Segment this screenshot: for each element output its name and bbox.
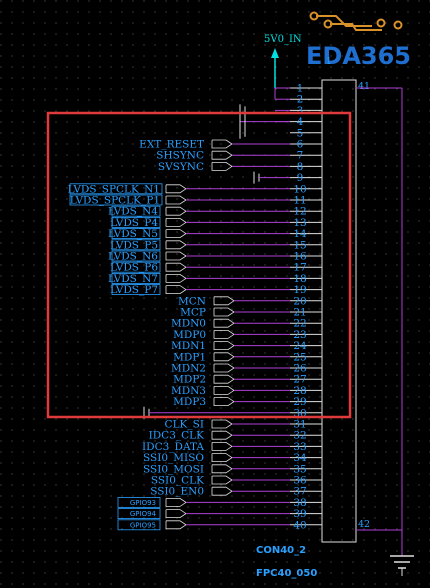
highlight-box [46, 111, 352, 419]
pin-number-33: 33 [293, 441, 306, 453]
power-5v0-symbol: 5V0_IN [264, 34, 302, 88]
connector-body [321, 79, 357, 543]
pin-number-10: 10 [293, 183, 306, 195]
pin-number-3: 3 [297, 105, 304, 117]
pin-number-17: 17 [293, 262, 306, 274]
pin-number-19: 19 [293, 284, 306, 296]
pin-number-15: 15 [293, 239, 306, 251]
eda365-logo: EDA365 [306, 11, 411, 70]
wire-layer [143, 87, 322, 530]
net-label-clk-si: CLK_SI [165, 419, 204, 431]
logo-text: EDA365 [306, 42, 411, 70]
pin-number-9: 9 [297, 172, 304, 184]
pin-number-35: 35 [293, 463, 306, 475]
pin-number-32: 32 [293, 430, 306, 442]
net-label-lvds-n4: LVDS_N4 [108, 206, 158, 218]
connector-pin-42: 42 [358, 519, 370, 530]
pin-number-27: 27 [293, 374, 306, 386]
pin-number-22: 22 [293, 318, 306, 330]
connector-footprint: FPC40_050 [256, 568, 317, 579]
net-label-mdp0: MDP0 [173, 329, 206, 341]
net-label-ssi0-mosi: SSI0_MOSI [143, 463, 204, 475]
net-label-shsync: SHSYNC [156, 150, 204, 162]
net-label-idc3-data: IDC3_DATA [142, 441, 204, 453]
pin-number-18: 18 [293, 273, 306, 285]
pin-number-5: 5 [297, 127, 304, 139]
net-label-lvds-n7: LVDS_N7 [108, 273, 158, 285]
net-label-lvds-n5: LVDS_N5 [108, 228, 158, 240]
net-label-lvds-spclk-p1: LVDS_SPCLK_P1 [70, 195, 160, 207]
net-label-idc3-clk: IDC3_CLK [149, 430, 205, 442]
net-label-lvds-p6: LVDS_P6 [110, 262, 158, 274]
pin-number-21: 21 [293, 307, 306, 319]
net-label-mcn: MCN [178, 295, 206, 307]
pin-number-34: 34 [293, 452, 307, 464]
pin-number-1: 1 [297, 83, 304, 95]
pin-number-14: 14 [293, 228, 307, 240]
pin-number-12: 12 [293, 206, 306, 218]
pin-number-31: 31 [293, 419, 306, 431]
net-label-ext-reset: EXT_RESET [139, 139, 204, 151]
pin-number-26: 26 [293, 363, 307, 375]
pin-number-16: 16 [293, 251, 307, 263]
connector-header-pin: 1 [326, 57, 332, 67]
pin-number-20: 20 [293, 295, 306, 307]
gpio-label-gpio93: GPIO93 [130, 499, 156, 507]
net-label-mdn2: MDN2 [171, 363, 206, 375]
pin-number-39: 39 [293, 508, 306, 520]
net-label-mdn3: MDN3 [171, 385, 206, 397]
net-label-layer: 1234567891011121314151617181920212223242… [68, 83, 307, 532]
net-label-mdn1: MDN1 [171, 340, 206, 352]
net-label-lvds-n6: LVDS_N6 [108, 251, 158, 263]
net-label-svsync: SVSYNC [158, 161, 204, 173]
pin-number-29: 29 [293, 396, 306, 408]
connector-reference: CON40_2 [256, 545, 306, 556]
pin-number-11: 11 [293, 195, 306, 207]
net-label-mdp2: MDP2 [173, 374, 206, 386]
net-label-ssi0-miso: SSI0_MISO [143, 452, 204, 464]
ground-symbol [356, 87, 414, 576]
pin-number-24: 24 [293, 340, 307, 352]
net-label-lvds-p4: LVDS_P4 [110, 217, 158, 229]
net-label-mcp: MCP [180, 307, 206, 319]
connector-pin-41: 41 [358, 81, 370, 92]
net-label-lvds-spclk-n1: LVDS_SPCLK_N1 [68, 183, 160, 195]
gpio-label-gpio95: GPIO95 [130, 521, 156, 529]
power-label: 5V0_IN [264, 34, 302, 45]
pin-number-40: 40 [293, 519, 306, 531]
gpio-label-gpio94: GPIO94 [130, 510, 157, 518]
net-label-mdp3: MDP3 [173, 396, 206, 408]
net-label-mdp1: MDP1 [173, 351, 206, 363]
net-label-lvds-p5: LVDS_P5 [110, 239, 158, 251]
net-label-ssi0-clk: SSI0_CLK [151, 475, 204, 487]
pin-number-4: 4 [297, 116, 304, 128]
connector-con40: 1 41 42 CON40_2 FPC40_050 [256, 57, 370, 579]
net-label-lvds-p7: LVDS_P7 [110, 284, 158, 296]
pin-number-25: 25 [293, 351, 306, 363]
pin-number-8: 8 [297, 161, 304, 173]
pin-number-36: 36 [293, 475, 307, 487]
pin-number-13: 13 [293, 217, 306, 229]
pin-number-28: 28 [293, 385, 306, 397]
pin-number-23: 23 [293, 329, 306, 341]
pin-number-38: 38 [293, 497, 306, 509]
pin-number-37: 37 [293, 486, 306, 498]
pin-number-2: 2 [297, 94, 304, 106]
net-label-ssi0-en0: SSI0_EN0 [150, 486, 204, 498]
net-label-mdn0: MDN0 [171, 318, 206, 330]
pin-number-6: 6 [297, 139, 304, 151]
pin-number-7: 7 [297, 150, 304, 162]
